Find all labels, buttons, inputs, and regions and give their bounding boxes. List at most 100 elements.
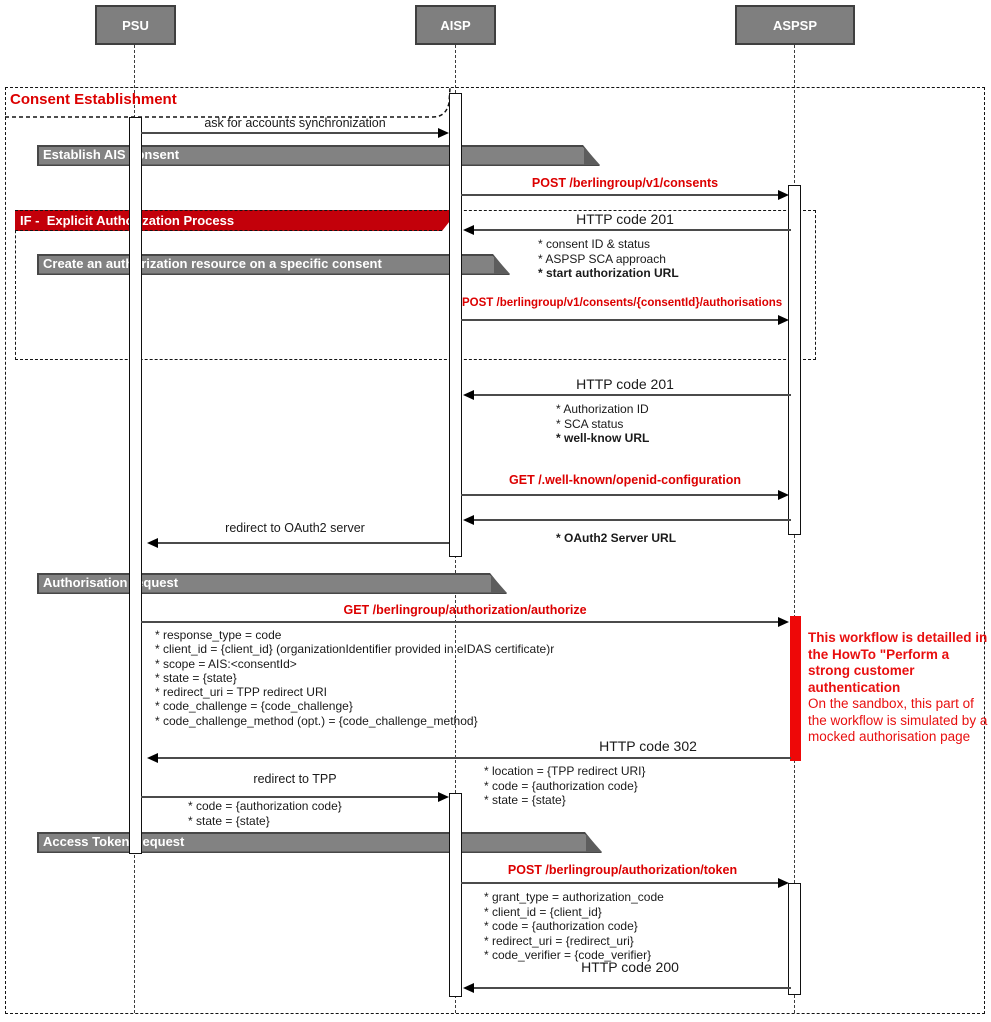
workflow-side-note: This workflow is detailled in the HowTo … <box>808 630 988 746</box>
arrow-ask-sync <box>141 132 438 134</box>
note-consent-created: * consent ID & status * ASPSP SCA approa… <box>538 237 679 281</box>
arrowhead-right-icon <box>778 190 789 200</box>
aspsp-activation-2 <box>788 883 801 995</box>
if-banner-label: IF - Explicit Authorization Process <box>20 213 235 228</box>
label-redirect-oauth2: redirect to OAuth2 server <box>225 521 365 535</box>
actor-psu: PSU <box>95 5 176 45</box>
arrowhead-left-icon <box>463 225 474 235</box>
arrowhead-left-icon <box>147 753 158 763</box>
arrowhead-right-icon <box>778 315 789 325</box>
label-http-201-b: HTTP code 201 <box>576 376 674 392</box>
arrow-post-consents <box>461 194 778 196</box>
banner-fold-icon <box>494 255 510 274</box>
arrow-get-authorize <box>141 621 778 623</box>
arrow-redirect-oauth2 <box>158 542 449 544</box>
aspsp-activation-1 <box>788 185 801 535</box>
aisp-activation-1 <box>449 93 462 557</box>
note-auth-created: * Authorization ID * SCA status * well-k… <box>556 402 649 446</box>
note-line: * code = {authorization code} <box>484 778 638 793</box>
actor-psu-label: PSU <box>122 17 149 33</box>
arrow-post-authorisations <box>461 319 778 321</box>
arrow-get-wellknown <box>461 494 778 496</box>
arrow-http-201-a <box>474 229 791 231</box>
arrowhead-left-icon <box>463 390 474 400</box>
banner-shape-fill <box>39 256 509 274</box>
label-ask-sync: ask for accounts synchronization <box>204 116 386 130</box>
note-line: * redirect_uri = {redirect_uri} <box>484 933 634 948</box>
arrow-post-token <box>461 882 778 884</box>
actor-aspsp: ASPSP <box>735 5 855 45</box>
note-line: * client_id = {client_id} (organizationI… <box>155 642 555 657</box>
label-post-consents: POST /berlingroup/v1/consents <box>531 176 719 190</box>
note-line: * scope = AIS:<consentId> <box>155 656 297 671</box>
note-line: * consent ID & status <box>538 237 651 251</box>
label-post-token: POST /berlingroup/authorization/token <box>507 863 738 877</box>
note-line: * location = {TPP redirect URI} <box>484 764 646 778</box>
banner-shape-fill <box>39 575 506 593</box>
note-line: * start authorization URL <box>538 266 679 280</box>
label-http-201-a: HTTP code 201 <box>576 211 674 227</box>
label-post-authorisations: POST /berlingroup/v1/consents/{consentId… <box>462 297 783 309</box>
arrowhead-right-icon <box>778 878 789 888</box>
actor-aspsp-label: ASPSP <box>772 17 818 33</box>
note-line: * response_type = code <box>155 628 282 642</box>
side-note-bold: This workflow is detailled in the HowTo … <box>808 630 988 695</box>
note-tpp-params: * code = {authorization code} * state = … <box>188 799 342 828</box>
arrowhead-right-icon <box>438 792 449 802</box>
note-line: * code_challenge_method (opt.) = {code_c… <box>155 713 478 728</box>
banner-fold-icon <box>491 574 507 593</box>
note-line: * well-know URL <box>556 431 650 445</box>
if-explicit-authorization-banner: IF - Explicit Authorization Process <box>15 210 452 231</box>
note-line: * code_verifier = {code_verifier} <box>484 948 652 963</box>
banner-label: Create an authorization resource on a sp… <box>43 256 382 271</box>
label-http-200: HTTP code 200 <box>581 959 679 975</box>
note-line: * state = {state} <box>155 670 237 685</box>
label-get-wellknown: GET /.well-known/openid-configuration <box>509 473 741 487</box>
note-line: * state = {state} <box>484 793 566 807</box>
note-token-params: * grant_type = authorization_code * clie… <box>484 890 664 963</box>
note-location-params: * location = {TPP redirect URI} * code =… <box>484 764 646 808</box>
note-line: * grant_type = authorization_code <box>484 890 664 904</box>
banner-establish-ais-consent: Establish AIS consent <box>37 145 600 166</box>
arrowhead-right-icon <box>778 617 789 627</box>
arrow-http-201-b <box>474 394 791 396</box>
note-line: * state = {state} <box>188 813 270 828</box>
consent-establishment-frame <box>5 87 985 1014</box>
aisp-activation-2 <box>449 793 462 997</box>
label-get-authorize: GET /berlingroup/authorization/authorize <box>343 603 587 617</box>
aspsp-activation-red <box>790 616 801 761</box>
note-authorize-params: * response_type = code * client_id = {cl… <box>155 628 554 728</box>
arrowhead-right-icon <box>778 490 789 500</box>
banner-create-authorization-resource: Create an authorization resource on a sp… <box>37 254 510 275</box>
note-line: * code_challenge = {code_challenge} <box>155 699 353 714</box>
arrowhead-left-icon <box>463 983 474 993</box>
note-line: * client_id = {client_id} <box>484 904 602 919</box>
banner-label: Authorisation request <box>43 575 179 590</box>
arrow-http-302 <box>158 757 791 759</box>
note-line: * Authorization ID <box>556 402 649 416</box>
note-line: * code = {authorization code} <box>188 799 342 813</box>
note-line: * code = {authorization code} <box>484 919 638 934</box>
banner-fold-icon <box>584 146 600 165</box>
note-line: * SCA status <box>556 416 624 431</box>
side-note-normal: On the sandbox, this part of the workflo… <box>808 696 988 744</box>
banner-label: Access Token Request <box>43 834 185 849</box>
arrowhead-left-icon <box>463 515 474 525</box>
note-line: * redirect_uri = TPP redirect URI <box>155 685 327 700</box>
arrowhead-right-icon <box>438 128 449 138</box>
banner-label: Establish AIS consent <box>43 147 180 162</box>
note-oauth2-url: * OAuth2 Server URL <box>556 531 677 545</box>
banner-access-token-request: Access Token Request <box>37 832 602 853</box>
arrowhead-left-icon <box>147 538 158 548</box>
frame-title: Consent Establishment <box>10 91 177 108</box>
actor-aisp-label: AISP <box>440 17 471 33</box>
frame-label-divider <box>5 87 451 118</box>
label-http-302: HTTP code 302 <box>599 738 697 754</box>
arrow-redirect-tpp <box>141 796 438 798</box>
banner-authorisation-request: Authorisation request <box>37 573 507 594</box>
label-redirect-tpp: redirect to TPP <box>253 772 337 786</box>
arrow-http-200 <box>474 987 791 989</box>
psu-activation <box>129 117 142 854</box>
note-line: * ASPSP SCA approach <box>538 251 666 266</box>
